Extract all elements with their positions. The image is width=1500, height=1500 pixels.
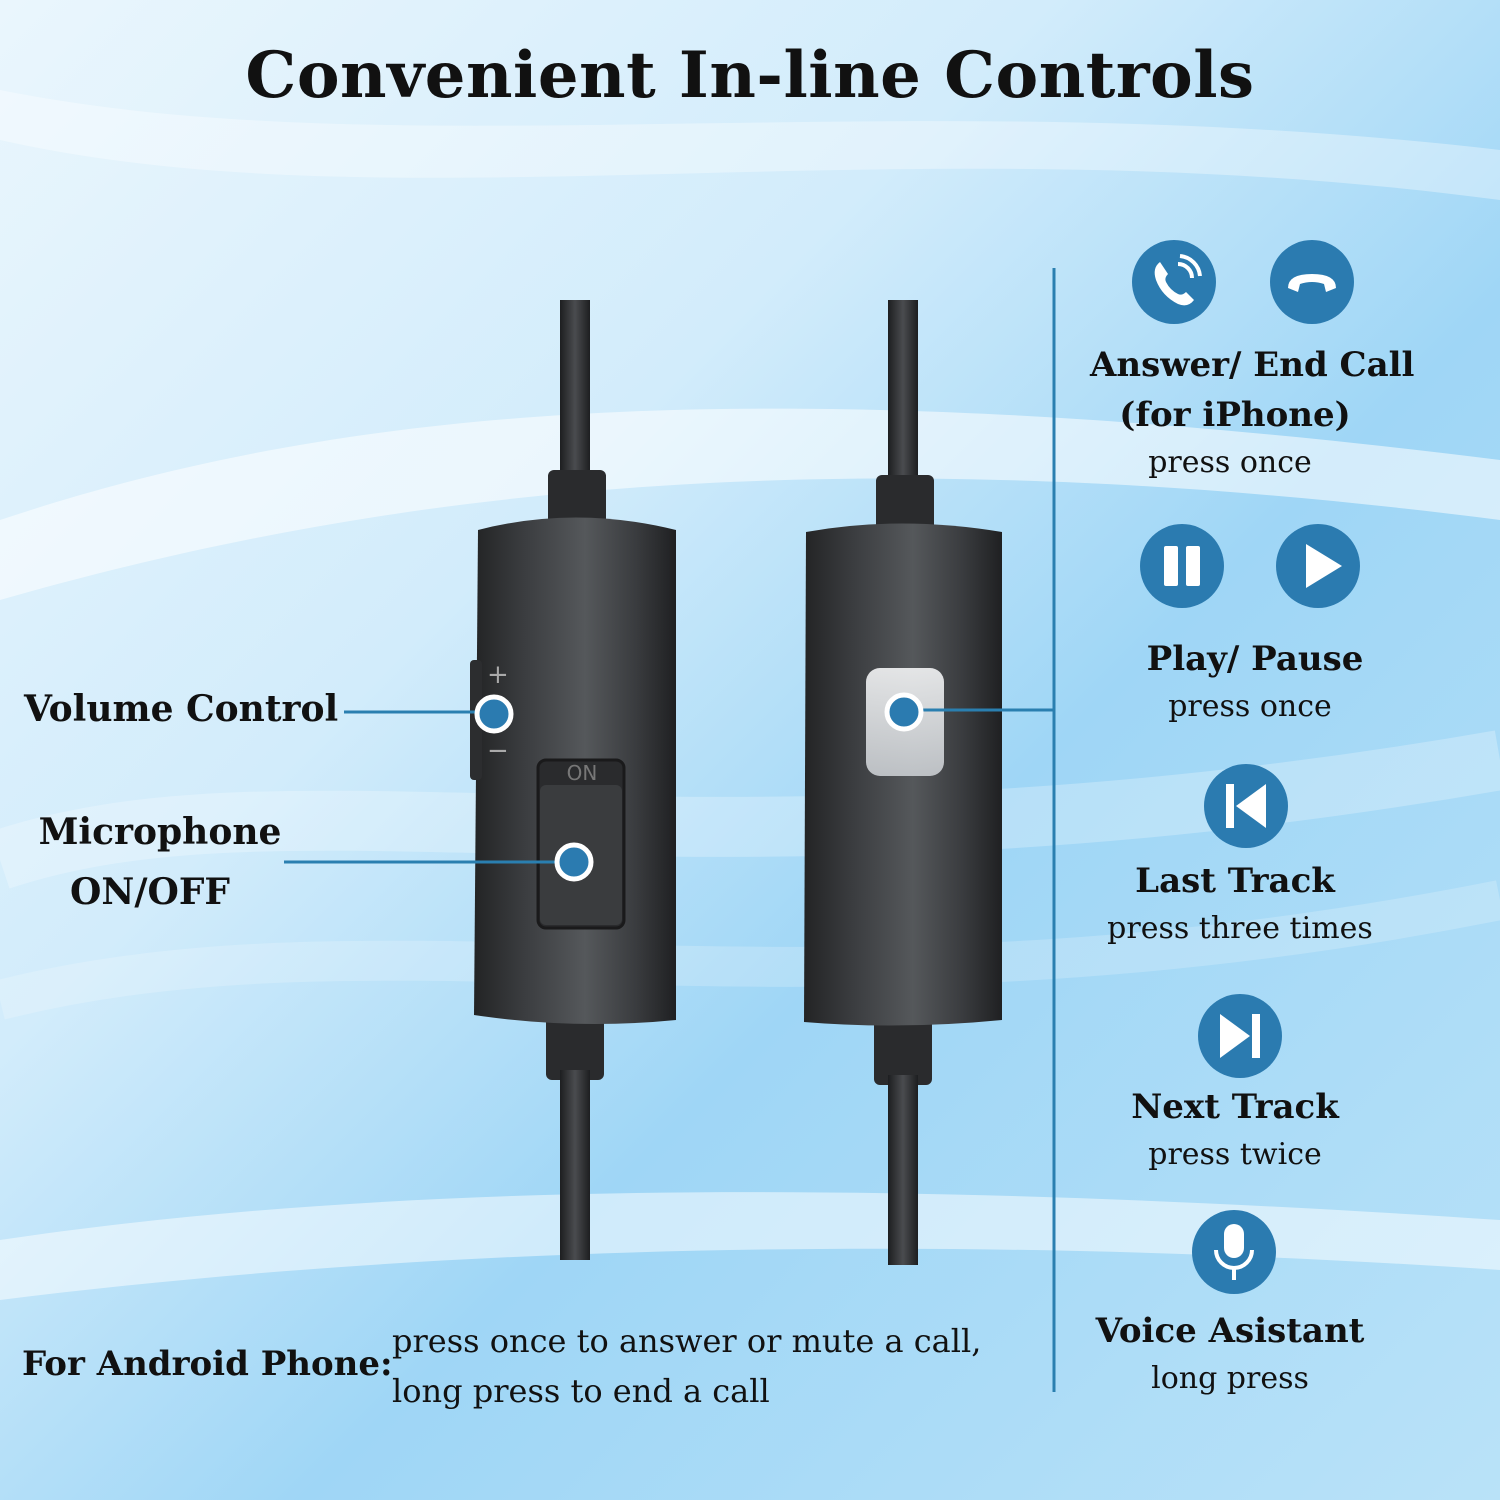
android-desc-line1: press once to answer or mute a call, <box>392 1322 982 1360</box>
android-label: For Android Phone: <box>22 1344 393 1384</box>
microphone-label-line1: Microphone <box>38 811 282 853</box>
volume-control-label: Volume Control <box>24 688 339 730</box>
volume-pointer-dot <box>474 694 514 734</box>
last-track-desc: press three times <box>1107 911 1373 946</box>
android-desc-line2: long press to end a call <box>392 1372 770 1410</box>
next-track-icon <box>1198 994 1282 1078</box>
page-title: Convenient In-line Controls <box>245 38 1255 113</box>
mic-switch-pointer-dot <box>554 842 594 882</box>
answer-end-call-subtitle: (for iPhone) <box>1119 395 1351 435</box>
phone-hangup-icon <box>1270 240 1354 324</box>
play-pause-title: Play/ Pause <box>1146 639 1364 679</box>
last-track-title: Last Track <box>1135 861 1335 901</box>
voice-assistant-desc: long press <box>1151 1361 1309 1396</box>
next-track-desc: press twice <box>1148 1137 1322 1172</box>
play-icon <box>1276 524 1360 608</box>
microphone-label-line2: ON/OFF <box>70 871 230 913</box>
phone-answer-icon <box>1132 240 1216 324</box>
voice-assistant-title: Voice Asistant <box>1095 1311 1365 1351</box>
pause-icon <box>1140 524 1224 608</box>
play-pause-desc: press once <box>1168 689 1332 724</box>
play-pause-block: Play/ Pause press once <box>1090 634 1400 730</box>
volume-plus-mark: + <box>487 660 509 690</box>
button-pointer-dot <box>884 692 924 732</box>
android-description: press once to answer or mute a call, lon… <box>392 1316 981 1416</box>
microphone-label: Microphone ON/OFF <box>20 802 300 922</box>
next-track-title: Next Track <box>1131 1087 1339 1127</box>
previous-track-icon <box>1204 764 1288 848</box>
svg-text:ON: ON <box>567 761 598 785</box>
microphone-icon <box>1192 1210 1276 1294</box>
last-track-block: Last Track press three times <box>1090 856 1400 952</box>
volume-minus-mark: − <box>487 736 509 766</box>
next-track-block: Next Track press twice <box>1090 1082 1400 1178</box>
answer-end-call-block: Answer/ End Call (for iPhone) press once <box>1090 340 1415 486</box>
answer-end-call-title: Answer/ End Call <box>1090 345 1415 385</box>
voice-assistant-block: Voice Asistant long press <box>1090 1306 1400 1402</box>
answer-end-call-desc: press once <box>1148 445 1312 480</box>
